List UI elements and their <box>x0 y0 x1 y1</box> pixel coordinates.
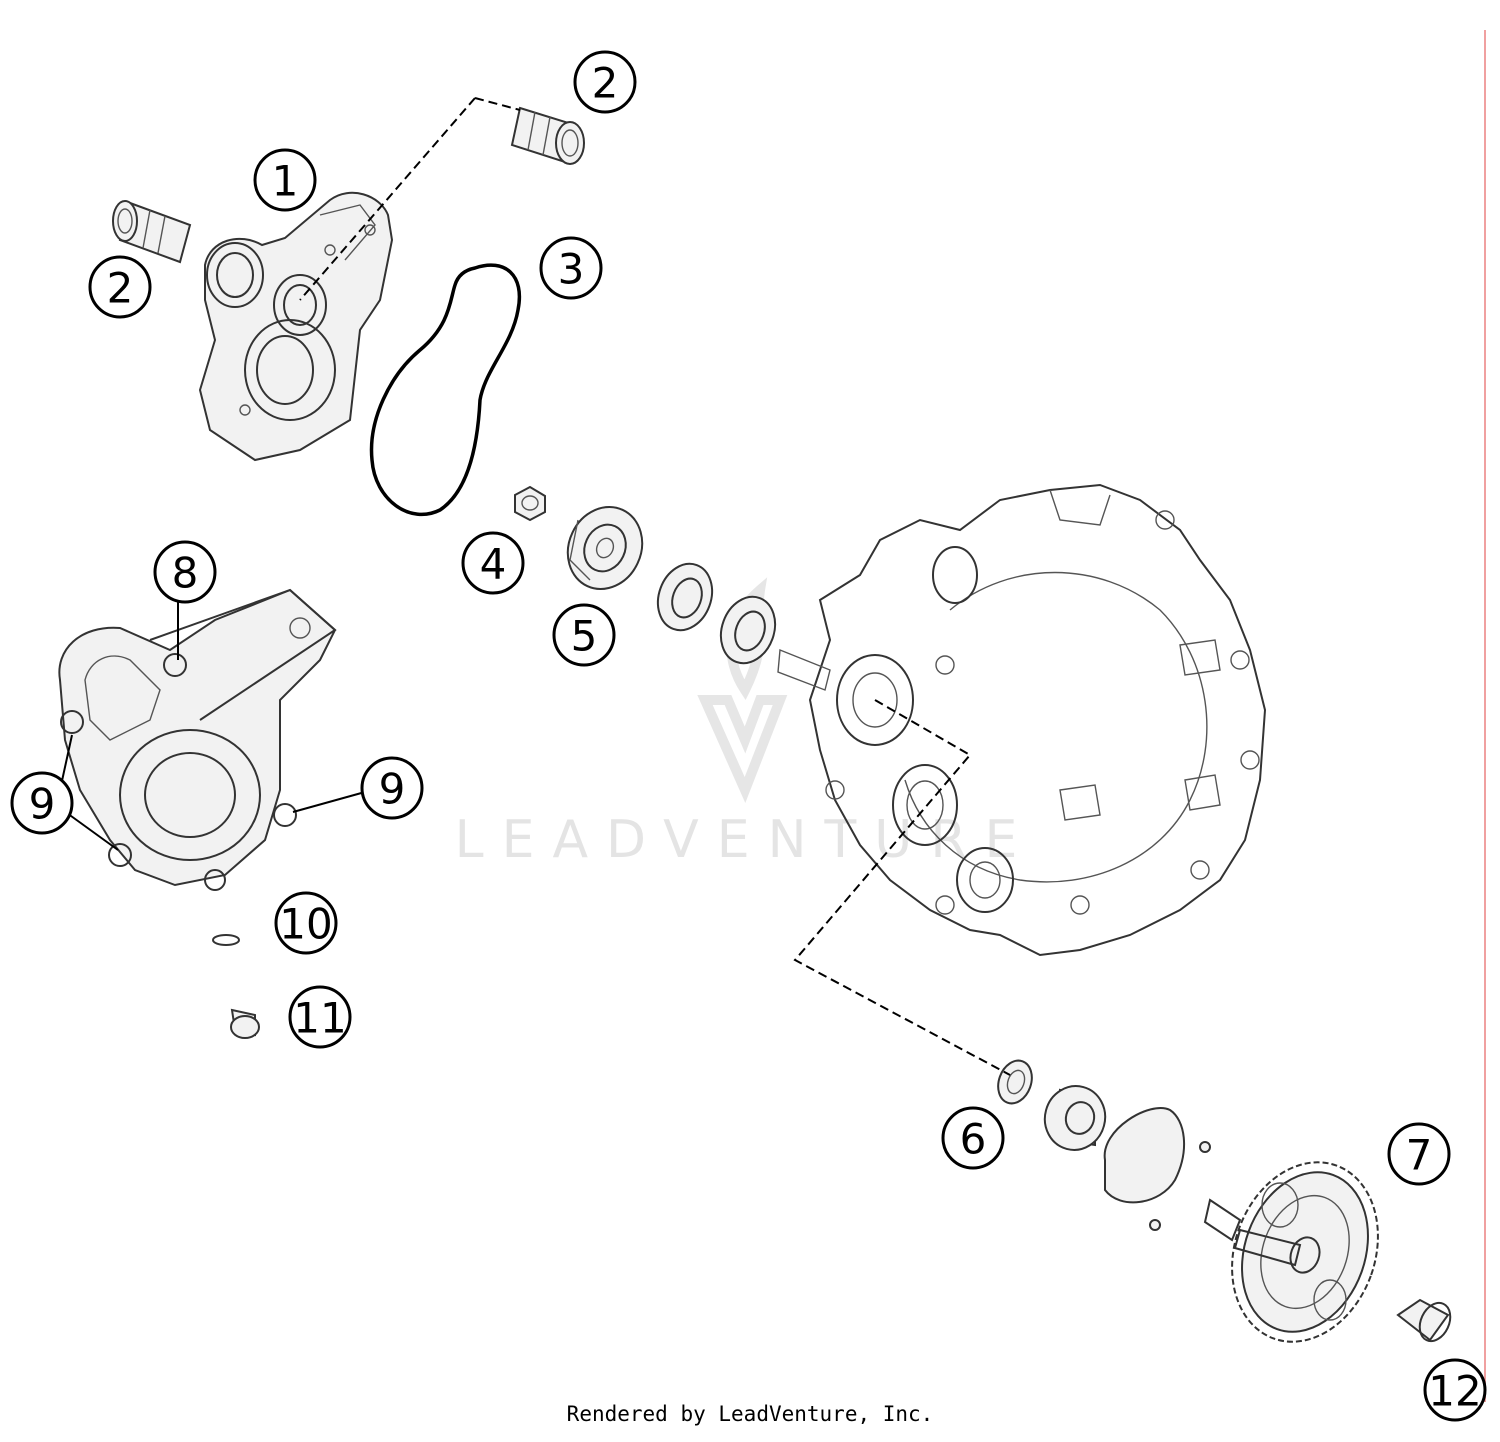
part-o-ring <box>369 263 522 517</box>
callout-label: 4 <box>480 540 507 589</box>
callout-label: 10 <box>279 900 332 949</box>
part-pump-gear <box>1203 1161 1379 1343</box>
callout-label: 11 <box>293 994 346 1043</box>
part-needle-bearing <box>1396 1298 1452 1343</box>
callout-6: 6 <box>941 1106 1005 1170</box>
part-sleeve-upper <box>510 106 585 165</box>
part-shaft-seal-small <box>997 1059 1033 1105</box>
part-shaft-seals <box>656 562 777 665</box>
callout-label: 2 <box>592 59 619 108</box>
right-edge-line <box>1484 30 1486 1402</box>
callout-7: 7 <box>1387 1122 1451 1186</box>
footer-credit: Rendered by LeadVenture, Inc. <box>566 1402 934 1426</box>
part-sleeve-left <box>112 200 192 264</box>
part-pump-housing <box>198 191 394 462</box>
callout-2-left: 2 <box>88 255 152 319</box>
callout-label: 6 <box>960 1115 987 1164</box>
callout-label: 2 <box>107 264 134 313</box>
part-small-screws <box>1149 1141 1211 1231</box>
callout-3: 3 <box>539 236 603 300</box>
watermark-text: LEADVENTURE <box>455 810 1036 870</box>
callout-label: 3 <box>558 245 585 294</box>
callout-label: 5 <box>571 612 598 661</box>
part-washer <box>212 934 240 946</box>
part-gasket-plate <box>1103 1107 1186 1204</box>
callout-9-right: 9 <box>360 756 424 820</box>
part-pump-cover <box>58 588 337 891</box>
callout-label: 9 <box>379 765 406 814</box>
callout-4: 4 <box>461 531 525 595</box>
callout-10: 10 <box>274 891 338 955</box>
part-crankcase-cover <box>777 483 1267 957</box>
callout-5: 5 <box>552 603 616 667</box>
callout-label: 9 <box>29 780 56 829</box>
callout-label: 1 <box>272 157 299 206</box>
callout-12: 12 <box>1423 1358 1487 1422</box>
part-bearing <box>1043 1085 1107 1151</box>
callout-label: 8 <box>172 549 199 598</box>
callout-11: 11 <box>288 985 352 1049</box>
part-nut <box>514 485 546 522</box>
callout-8: 8 <box>153 540 217 604</box>
callout-1: 1 <box>253 148 317 212</box>
callout-label: 7 <box>1406 1131 1433 1180</box>
callout-2-upper: 2 <box>573 50 637 114</box>
callout-label: 12 <box>1428 1367 1481 1416</box>
callout-9-left: 9 <box>10 771 74 835</box>
part-bolt <box>230 1008 260 1039</box>
part-impeller <box>566 506 644 590</box>
